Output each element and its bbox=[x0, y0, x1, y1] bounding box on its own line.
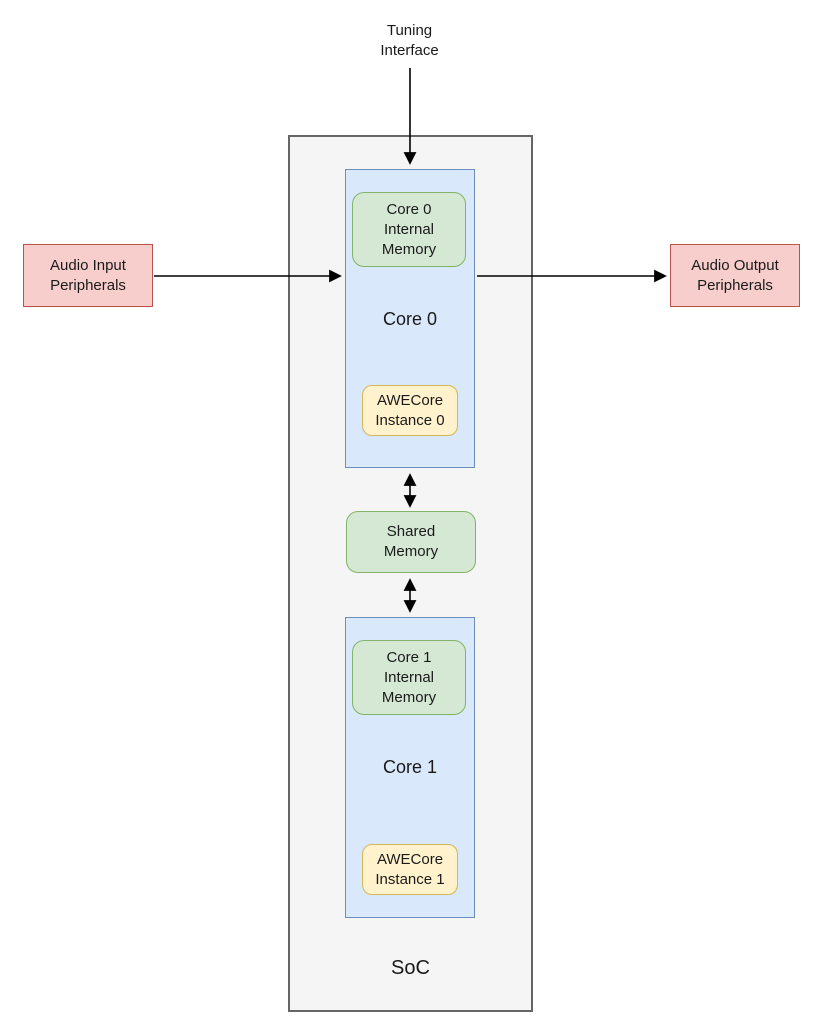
awecore-instance-0-label: AWECore Instance 0 bbox=[375, 391, 445, 429]
core0-internal-memory-box: Core 0 Internal Memory bbox=[352, 192, 466, 267]
core1-internal-memory-box: Core 1 Internal Memory bbox=[352, 640, 466, 715]
awecore-instance-0-box: AWECore Instance 0 bbox=[362, 385, 458, 436]
core1-internal-memory-label: Core 1 Internal Memory bbox=[381, 648, 437, 706]
audio-output-peripherals-label: Audio Output Peripherals bbox=[691, 256, 779, 294]
core0-box: Core 0 Internal Memory Core 0 AWECore In… bbox=[345, 169, 475, 468]
core0-internal-memory-label: Core 0 Internal Memory bbox=[381, 200, 437, 258]
awecore-instance-1-label: AWECore Instance 1 bbox=[375, 850, 445, 888]
core0-label: Core 0 bbox=[382, 309, 438, 329]
audio-output-peripherals-box: Audio Output Peripherals bbox=[670, 244, 800, 307]
shared-memory-box: Shared Memory bbox=[346, 511, 476, 573]
core1-box: Core 1 Internal Memory Core 1 AWECore In… bbox=[345, 617, 475, 918]
core1-label: Core 1 bbox=[382, 757, 438, 777]
shared-memory-label: Shared Memory bbox=[383, 523, 439, 560]
audio-input-peripherals-label: Audio Input Peripherals bbox=[50, 256, 126, 294]
awecore-instance-1-box: AWECore Instance 1 bbox=[362, 844, 458, 895]
tuning-interface-label: Tuning Interface bbox=[380, 22, 439, 59]
soc-label: SoC bbox=[391, 957, 430, 979]
audio-input-peripherals-box: Audio Input Peripherals bbox=[23, 244, 153, 307]
